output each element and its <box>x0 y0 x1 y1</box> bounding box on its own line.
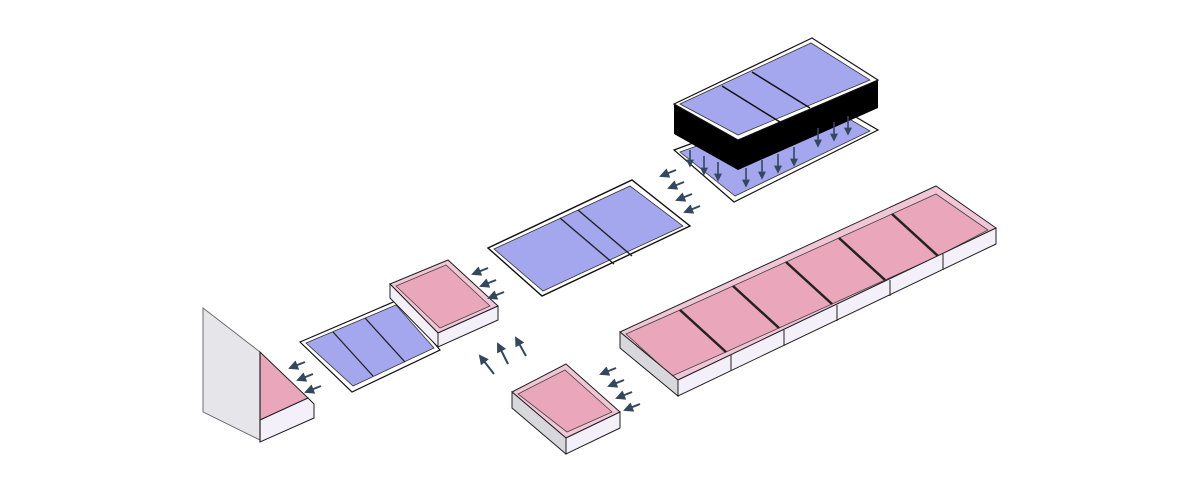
arrow-icon <box>479 278 497 288</box>
arrow-icon <box>296 372 314 382</box>
arrow-icon <box>675 192 693 202</box>
tray-left-upper <box>389 259 499 349</box>
press-block <box>672 37 880 170</box>
press-arrows <box>686 116 852 188</box>
arrow-icon <box>599 366 617 376</box>
arrow-icon <box>623 402 641 412</box>
panel-sheet-left <box>298 299 441 393</box>
arrow-icon <box>607 378 625 388</box>
arrow-icon <box>659 168 677 178</box>
arrow-icon <box>478 354 495 375</box>
arrow-icon <box>304 384 322 394</box>
tray-lower <box>511 363 621 456</box>
press-bezel-side <box>738 80 878 170</box>
arrow-icon <box>683 204 701 214</box>
arrow-icon <box>515 336 527 357</box>
push-arrows <box>288 168 701 412</box>
arrow-icon <box>615 390 633 400</box>
glass-back-wall <box>202 306 261 441</box>
arrow-icon <box>288 360 306 370</box>
press-bezel-front <box>674 104 738 170</box>
arrow-icon <box>471 266 489 276</box>
corner-wall-tray <box>202 306 315 443</box>
arrow-icon <box>487 290 505 300</box>
panel-sheet-middle <box>486 179 692 297</box>
arrow-icon <box>497 342 509 365</box>
arrow-icon <box>667 180 685 190</box>
tray-row <box>619 185 997 398</box>
